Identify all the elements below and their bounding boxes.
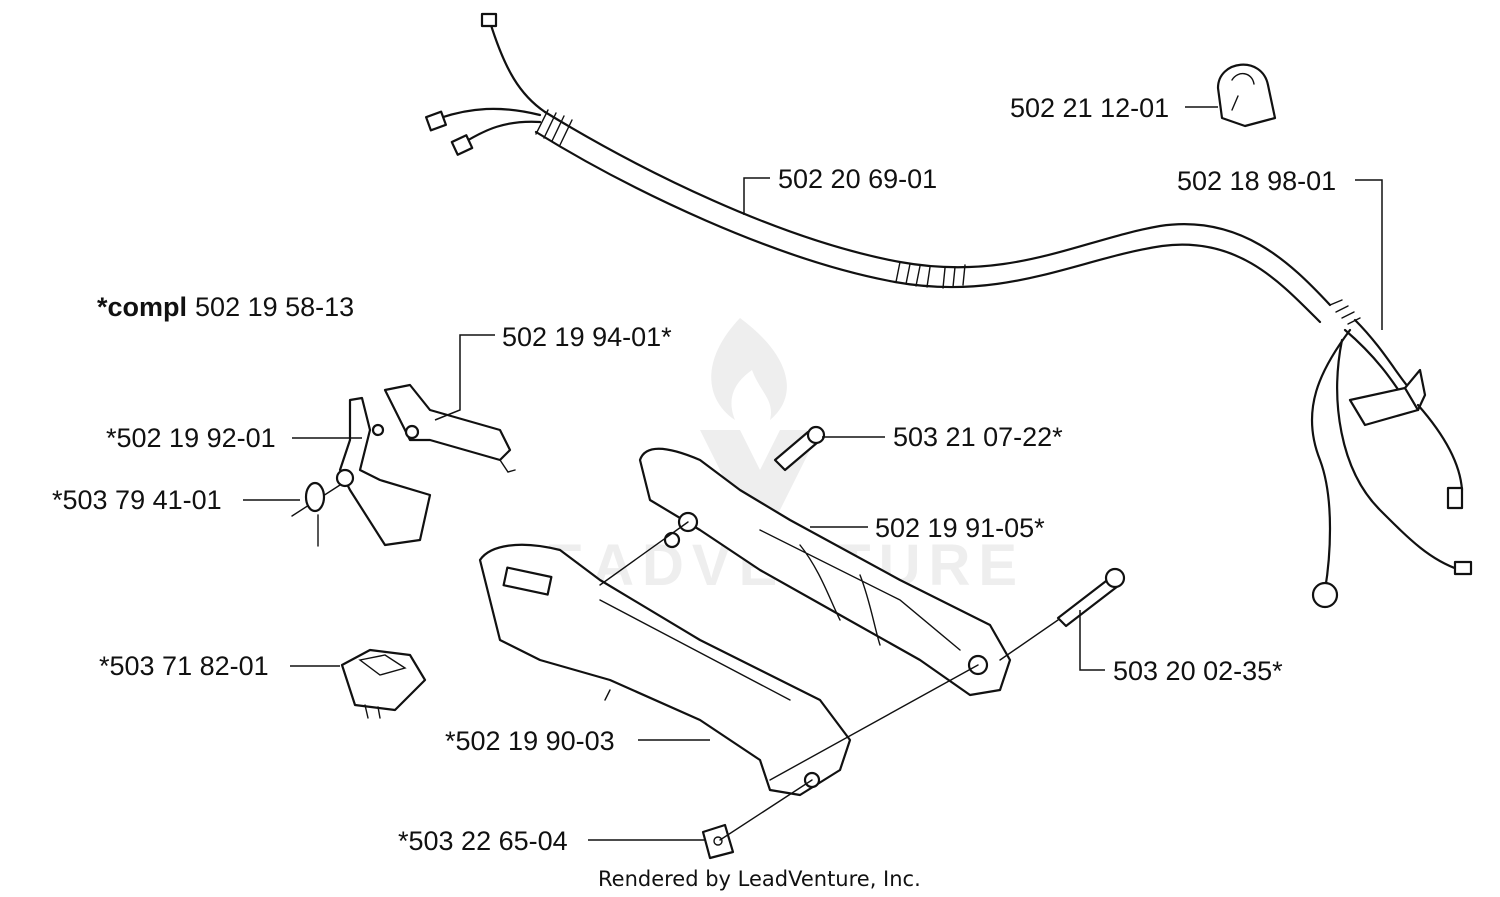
screw-lower (1056, 567, 1126, 628)
label-lockout: *502 19 92-01 (106, 423, 276, 453)
label-spring: *503 79 41-01 (52, 485, 222, 515)
handle-left-half (478, 543, 852, 797)
label-handle-right: 502 19 91-05* (875, 513, 1045, 543)
leader-lines (243, 106, 1383, 841)
compl-prefix: *compl (97, 292, 187, 322)
stop-switch (340, 648, 427, 719)
square-nut (701, 823, 735, 860)
label-switch: *503 71 82-01 (99, 651, 269, 681)
throttle-lockout (335, 396, 432, 547)
label-compl: *compl 502 19 58-13 (97, 292, 354, 322)
label-screw-upper: 503 21 07-22* (893, 422, 1063, 452)
compl-number: 502 19 58-13 (195, 292, 354, 322)
screw-upper (773, 425, 826, 472)
assembly-lines (599, 521, 1059, 841)
label-nut: *503 22 65-04 (398, 826, 568, 856)
label-clip: 502 21 12-01 (1010, 93, 1169, 123)
handle-right-half (638, 447, 1012, 697)
throttle-lever (383, 383, 516, 473)
wiring-harness (1310, 299, 1473, 609)
cable-clip (1216, 63, 1277, 128)
label-cable: 502 20 69-01 (778, 164, 937, 194)
footer-credit: Rendered by LeadVenture, Inc. (598, 867, 921, 891)
label-harness: 502 18 98-01 (1177, 166, 1336, 196)
throttle-cable (424, 12, 1332, 324)
part-labels: 502 21 12-01 502 20 69-01 502 18 98-01 *… (52, 93, 1336, 856)
spring (291, 481, 341, 547)
label-throttle-lever: 502 19 94-01* (502, 322, 672, 352)
label-handle-left: *502 19 90-03 (445, 726, 615, 756)
label-screw-lower: 503 20 02-35* (1113, 656, 1283, 686)
